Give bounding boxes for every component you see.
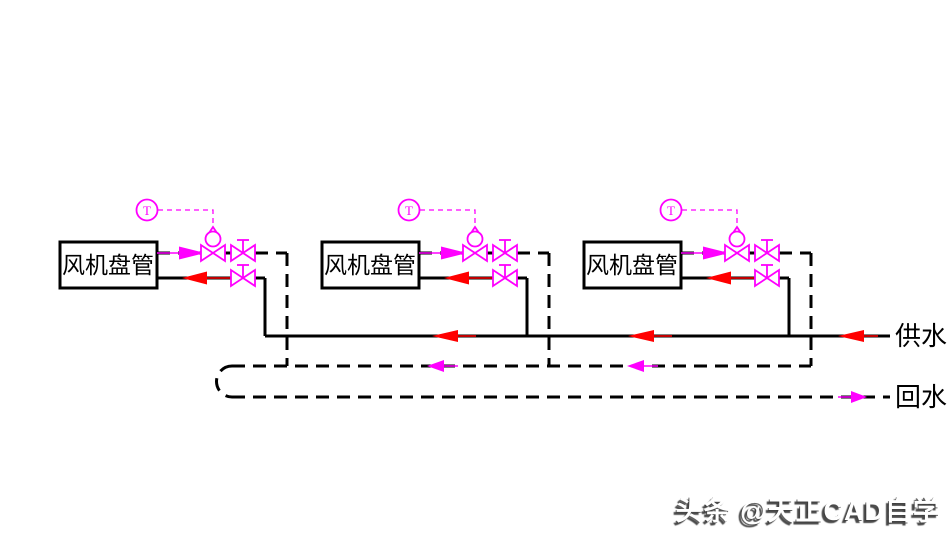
fan-coil-label: 风机盘管 [62,253,154,278]
fan-coil-unit-1: 风机盘管 T [58,198,289,366]
supply-water-label: 供水 [895,322,947,351]
supply-main-pipe [265,330,890,342]
unit-supply-pipe [157,276,267,336]
fan-coil-label: 风机盘管 [586,253,678,278]
return-flow-arrow-icon [427,360,458,372]
supply-arrow-icon [444,271,500,285]
unit-supply-pipe [681,276,791,336]
unit-return-pipe [419,251,551,366]
watermark: 头条 @天正CAD自学 [675,496,941,526]
return-exit-arrow-icon [838,391,867,403]
thermostat-icon: T [397,198,476,228]
fan-coil-unit-3: 风机盘管 T [582,198,813,366]
shutoff-valve-icon [492,239,518,263]
control-valve-icon [200,225,226,263]
return-arrow-icon [681,246,729,260]
fan-coil-box [58,240,159,290]
shutoff-valve-icon [492,264,518,288]
fan-coil-box [582,240,683,290]
supply-flow-arrow-icon [432,330,476,342]
supply-arrow-icon [706,271,762,285]
unit-supply-pipe [419,276,529,336]
return-arrow-icon [157,246,205,260]
shutoff-valve-icon [754,239,780,263]
shutoff-valve-icon [230,264,256,288]
return-flow-arrow-icon [627,360,658,372]
fan-coil-unit-2: 风机盘管 T [320,198,551,366]
supply-flow-arrow-icon [838,330,878,342]
unit-return-pipe [157,251,289,366]
shutoff-valve-icon [754,264,780,288]
thermostat-letter: T [143,203,151,218]
return-u-turn-bend [215,364,233,399]
return-water-label: 回水 [895,383,947,412]
return-main-pipe [215,360,890,403]
unit-return-pipe [681,251,813,366]
shutoff-valve-icon [230,239,256,263]
thermostat-letter: T [405,203,413,218]
thermostat-letter: T [667,203,675,218]
fan-coil-label: 风机盘管 [324,253,416,278]
supply-flow-arrow-icon [628,330,672,342]
fan-coil-box [320,240,421,290]
thermostat-icon: T [135,198,214,228]
control-valve-icon [462,225,488,263]
thermostat-icon: T [659,198,738,228]
supply-arrow-icon [182,271,238,285]
return-arrow-icon [419,246,467,260]
control-valve-icon [724,225,750,263]
